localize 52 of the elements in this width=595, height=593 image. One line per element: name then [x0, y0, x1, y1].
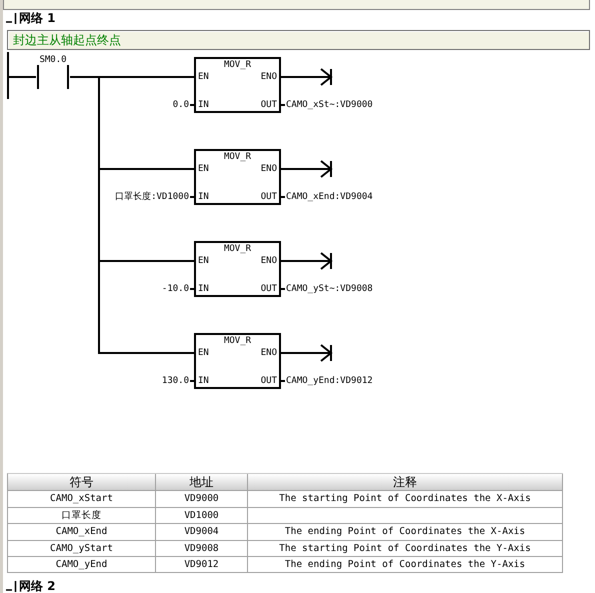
symbol-name: 口罩长度 [8, 508, 156, 524]
pin-label: EN [198, 164, 209, 174]
function-block [194, 149, 281, 205]
wire [9, 76, 36, 78]
pin-label: OUT [260, 284, 277, 294]
output-operand: CAMO_ySt~:VD9008 [281, 283, 373, 295]
pin-label: ENO [260, 72, 277, 82]
address-value: VD9004 [156, 524, 248, 541]
comment-text: The starting Point of Coordinates the X-Axis [248, 491, 563, 508]
block-title: MOV_R [224, 60, 252, 70]
function-block [194, 333, 281, 389]
output-operand: CAMO_xSt~:VD9000 [281, 99, 373, 111]
address-value: VD1000 [156, 508, 248, 524]
column-header: 注释 [248, 474, 563, 491]
pin-label: IN [198, 284, 209, 294]
pin-label: ENO [260, 164, 277, 174]
pin-label: OUT [260, 192, 277, 202]
comment-text: The ending Point of Coordinates the Y-Axis [248, 557, 563, 573]
pin-label: IN [198, 376, 209, 386]
symbol-name: CAMO_xStart [8, 491, 156, 508]
symbol-name: CAMO_yStart [8, 541, 156, 557]
block-title: MOV_R [224, 152, 252, 162]
output-operand: CAMO_yEnd:VD9012 [281, 375, 373, 387]
address-value: VD9000 [156, 491, 248, 508]
pin-label: ENO [260, 256, 277, 266]
pin-label: EN [198, 72, 209, 82]
network-heading: 网络 2 [19, 580, 56, 593]
pin-label: OUT [260, 376, 277, 386]
wire [70, 76, 194, 354]
output-operand: CAMO_xEnd:VD9004 [281, 191, 373, 203]
block-title: MOV_R [224, 336, 252, 346]
function-block [194, 57, 281, 113]
pin-label: EN [198, 256, 209, 266]
column-header: 地址 [156, 474, 248, 491]
pin-label: EN [198, 348, 209, 358]
pin-label: OUT [260, 100, 277, 110]
pin-label: ENO [260, 348, 277, 358]
network-comment: 封边主从轴起点终点 [7, 30, 590, 50]
input-operand: 口罩长度:VD1000 [115, 191, 194, 203]
column-header: 符号 [8, 474, 156, 491]
comment-text: The ending Point of Coordinates the X-Axis [248, 524, 563, 541]
function-block [194, 241, 281, 297]
pin-label: IN [198, 100, 209, 110]
contact-address: SM0.0 [39, 55, 67, 66]
symbol-name: CAMO_yEnd [8, 557, 156, 573]
address-value: VD9012 [156, 557, 248, 573]
network-heading: 网络 1 [19, 12, 56, 25]
address-value: VD9008 [156, 541, 248, 557]
block-title: MOV_R [224, 244, 252, 254]
pin-label: IN [198, 192, 209, 202]
symbol-name: CAMO_xEnd [8, 524, 156, 541]
comment-text: The starting Point of Coordinates the Y-Axis [248, 541, 563, 557]
